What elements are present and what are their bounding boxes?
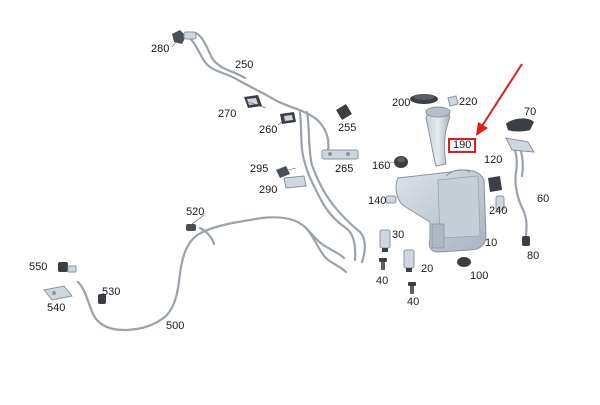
callout-550: 550: [29, 261, 48, 273]
callout-40-bottom: 40: [407, 296, 420, 308]
part-120: [488, 176, 502, 192]
cap-200: [410, 94, 438, 104]
callout-30: 30: [392, 229, 405, 241]
callout-270: 270: [218, 108, 237, 120]
grommet-100: [457, 257, 471, 267]
callout-220: 220: [459, 96, 478, 108]
clip-265: [321, 149, 359, 160]
callout-120: 120: [484, 154, 503, 166]
clip-260: [280, 112, 296, 124]
pump-30: [379, 229, 391, 252]
sensor-60: [510, 142, 528, 240]
callout-255: 255: [338, 122, 357, 134]
callout-520: 520: [186, 206, 205, 218]
leader-lines: [171, 41, 467, 225]
callout-10: 10: [485, 237, 498, 249]
clip-270: [244, 95, 262, 108]
callout-200: 200: [392, 97, 411, 109]
callout-250: 250: [235, 59, 254, 71]
clip-290: [283, 175, 307, 189]
callout-500: 500: [166, 320, 185, 332]
callout-70: 70: [524, 106, 537, 118]
callout-160: 160: [372, 160, 391, 172]
callout-190-highlighted: 190: [448, 138, 477, 153]
nozzle-550: [58, 262, 77, 273]
callout-265: 265: [335, 163, 354, 175]
bracket-540: [43, 285, 73, 301]
highlight-arrow: [476, 63, 523, 136]
grommet-160: [394, 156, 408, 168]
bolt-40-b: [408, 282, 416, 294]
sensor-70: [506, 118, 534, 132]
clip-530: [98, 294, 106, 304]
bolt-40-a: [379, 258, 387, 270]
callout-40-left: 40: [376, 275, 389, 287]
callout-60: 60: [537, 193, 550, 205]
callout-280: 280: [151, 43, 170, 55]
pump-20: [403, 249, 415, 272]
filler-neck-190: [425, 106, 451, 167]
hose-lower: [76, 216, 348, 332]
part-140: [385, 195, 397, 204]
hose-upper: [184, 31, 366, 264]
connector-520: [186, 224, 196, 231]
callout-295: 295: [250, 163, 269, 175]
callout-260: 260: [259, 124, 278, 136]
callout-20: 20: [421, 263, 434, 275]
callout-530: 530: [102, 286, 121, 298]
callout-80: 80: [527, 250, 540, 262]
clip-255: [336, 104, 352, 120]
callout-540: 540: [47, 302, 66, 314]
callout-140: 140: [368, 195, 387, 207]
callout-290: 290: [259, 184, 278, 196]
clip-295: [276, 166, 290, 178]
plug-220: [447, 95, 459, 107]
clip-280: [172, 30, 197, 44]
clip-240: [495, 195, 505, 211]
washer-tank: [395, 169, 487, 253]
callout-100: 100: [470, 270, 489, 282]
sensor-60-head: [505, 137, 535, 153]
plug-80: [522, 236, 530, 246]
callout-240: 240: [489, 205, 508, 217]
